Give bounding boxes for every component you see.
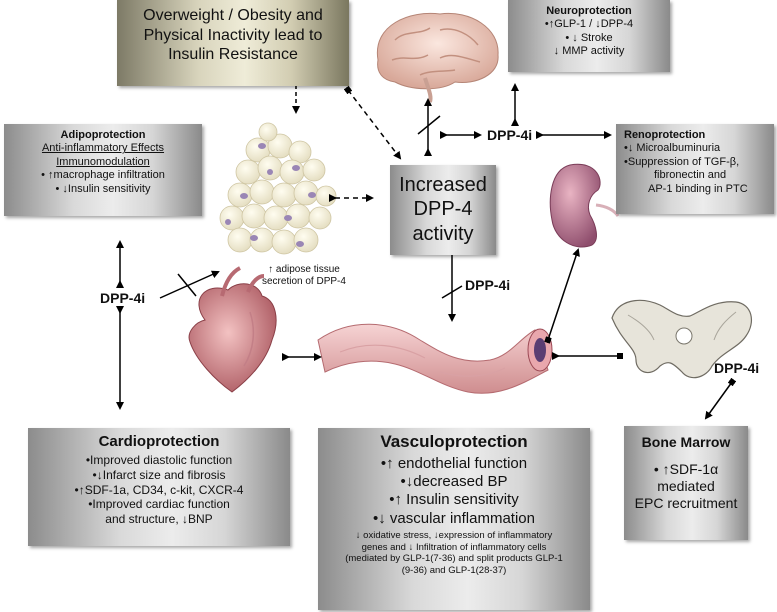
heart-illustration: [188, 266, 277, 393]
cardioprotection-box: Cardioprotection •Improved diastolic fun…: [28, 428, 290, 546]
cardio-line-4: •Improved cardiac function: [88, 497, 230, 512]
vasculoprotection-title: Vasculoprotection: [380, 432, 528, 451]
vasculoprotection-box: Vasculoprotection •↑ endothelial functio…: [318, 428, 590, 610]
vasculo-small-line-3: (mediated by GLP-1(7-36) and split produ…: [345, 553, 563, 565]
connector-arrows: [116, 79, 737, 420]
neuro-line-1: •↑GLP-1 / ↓DPP-4: [544, 18, 634, 31]
reno-line-2: •Suppression of TGF-β,: [624, 155, 740, 168]
cardio-line-3: •↑SDF-1a, CD34, c-kit, CXCR-4: [74, 482, 244, 497]
vasculo-big-line-4: •↓ vascular inflammation: [373, 509, 535, 527]
vasculo-big-line-1: •↑ endothelial function: [380, 454, 528, 472]
obesity-box: Overweight / Obesity and Physical Inacti…: [117, 0, 349, 86]
vasculo-small-line-1: ↓ oxidative stress, ↓expression of infla…: [355, 529, 553, 541]
vasculo-big-line-2: •↓decreased BP: [400, 473, 508, 491]
vasculo-big-line-3: •↑ Insulin sensitivity: [389, 491, 519, 509]
neuroprotection-title: Neuroprotection: [546, 5, 632, 17]
dpp4i-label-right: DPP-4i: [714, 360, 760, 376]
cardioprotection-title: Cardioprotection: [98, 433, 220, 450]
adipose-caption-line-2: secretion of DPP-4: [262, 276, 346, 288]
cardio-line-1: •Improved diastolic function: [85, 453, 233, 468]
adipose-caption-line-1: ↑ adipose tissue: [268, 264, 340, 275]
dpp4i-label-middle: DPP-4i: [465, 277, 511, 293]
obesity-line-2: Physical Inactivity lead to: [143, 26, 323, 44]
adipose-caption: ↑ adipose tissue secretion of DPP-4: [262, 264, 346, 288]
bone-line-1: • ↑SDF-1α: [653, 461, 719, 478]
adipo-line-1: • ↑macrophage infiltration: [41, 169, 165, 182]
obesity-line-1: Overweight / Obesity and: [143, 7, 323, 24]
adipo-line-2: • ↓Insulin sensitivity: [55, 182, 151, 195]
dpp4i-label-top: DPP-4i: [487, 127, 533, 143]
center-line-2: DPP-4: [413, 198, 473, 221]
bone-line-3: EPC recruitment: [634, 495, 738, 512]
reno-line-3: fibronectin and: [654, 169, 727, 182]
bone-marrow-box: Bone Marrow • ↑SDF-1α mediated EPC recru…: [624, 426, 748, 540]
neuro-line-2: • ↓ Stroke: [565, 31, 613, 44]
neuro-line-3: ↓ MMP activity: [553, 45, 625, 58]
renoprotection-box: Renoprotection •↓ Microalbuminuria •Supp…: [616, 124, 774, 214]
adipoprotection-title: Adipoprotection: [60, 129, 146, 141]
center-line-1: Increased: [399, 174, 487, 196]
adipocyte-cluster-illustration: [219, 122, 337, 255]
bone-marrow-title: Bone Marrow: [641, 434, 731, 450]
renoprotection-title: Renoprotection: [624, 129, 706, 141]
cardio-line-5: and structure, ↓BNP: [105, 511, 213, 526]
cardio-line-2: •↓Infarct size and fibrosis: [92, 467, 226, 482]
adipo-underlined-2: Immunomodulation: [56, 155, 150, 168]
neuroprotection-box: Neuroprotection •↑GLP-1 / ↓DPP-4 • ↓ Str…: [508, 0, 670, 72]
vasculo-small-line-4: (9-36) and GLP-1(28-37): [401, 564, 507, 576]
blood-vessel-illustration: [317, 323, 553, 394]
brain-illustration: [376, 12, 499, 103]
increased-dpp4-activity-box: Increased DPP-4 activity: [390, 165, 496, 255]
center-line-3: activity: [412, 222, 474, 245]
pelvis-bone-illustration: [611, 299, 753, 379]
adipoprotection-box: Adipoprotection Anti-inflammatory Effect…: [4, 124, 202, 216]
dpp4i-label-left: DPP-4i: [100, 290, 146, 306]
kidney-illustration: [549, 163, 620, 248]
obesity-line-3: Insulin Resistance: [168, 46, 298, 64]
reno-line-4: AP-1 binding in PTC: [648, 182, 748, 195]
reno-line-1: •↓ Microalbuminuria: [624, 142, 721, 155]
bone-line-2: mediated: [657, 478, 715, 495]
vasculo-small-line-2: genes and ↓ Infiltration of inflammatory…: [361, 541, 547, 553]
adipo-underlined-1: Anti-inflammatory Effects: [41, 142, 165, 155]
